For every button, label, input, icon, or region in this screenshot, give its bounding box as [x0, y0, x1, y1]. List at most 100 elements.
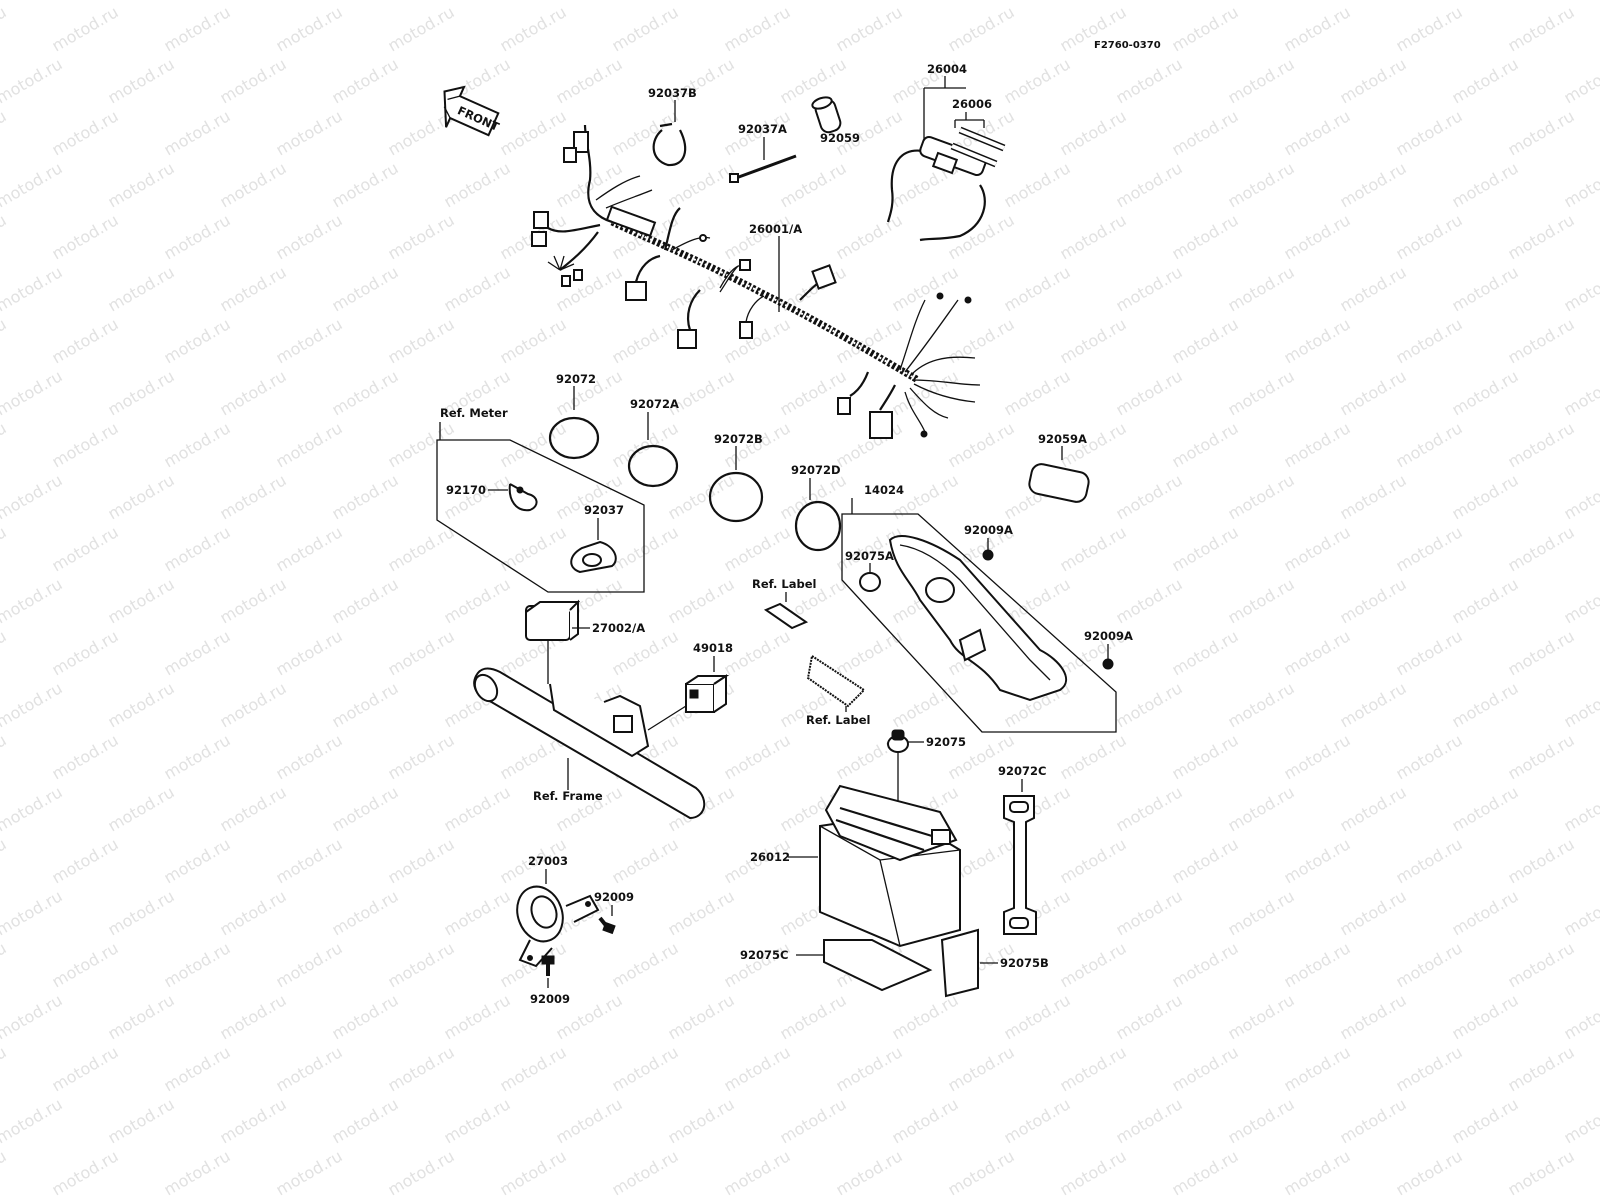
watermark-text: motod.ru [1561, 990, 1600, 1043]
watermark-text: motod.ru [105, 470, 178, 523]
watermark-text: motod.ru [161, 2, 234, 55]
watermark-text: motod.ru [1337, 0, 1410, 3]
watermark-text: motod.ru [49, 1042, 122, 1095]
watermark-text: motod.ru [1505, 314, 1578, 367]
watermark-text: motod.ru [665, 366, 738, 419]
watermark-text: motod.ru [1393, 1042, 1466, 1095]
watermark-text: motod.ru [441, 158, 514, 211]
watermark-text: motod.ru [1449, 990, 1522, 1043]
clip-92170 [508, 483, 538, 512]
watermark-text: motod.ru [1337, 54, 1410, 107]
watermark-text: motod.ru [329, 366, 402, 419]
watermark-text: motod.ru [1281, 314, 1354, 367]
watermark-text: motod.ru [161, 314, 234, 367]
part-92009A-2: 92009A [1084, 629, 1133, 643]
watermark-text: motod.ru [329, 54, 402, 107]
watermark-text: motod.ru [1057, 938, 1130, 991]
watermark-text: motod.ru [161, 1042, 234, 1095]
part-26001A: 26001/A [749, 222, 802, 236]
ref-meter-label: Ref. Meter [440, 406, 508, 420]
watermark-text: motod.ru [1505, 730, 1578, 783]
watermark-text: motod.ru [721, 938, 794, 991]
part-92072: 92072 [556, 372, 596, 386]
watermark-text: motod.ru [0, 938, 10, 991]
watermark-text: motod.ru [105, 782, 178, 835]
watermark-text: motod.ru [1113, 54, 1186, 107]
watermark-text: motod.ru [1337, 262, 1410, 315]
watermark-text: motod.ru [385, 1146, 458, 1199]
watermark-text: motod.ru [1505, 626, 1578, 679]
watermark-text: motod.ru [273, 418, 346, 471]
watermark-text: motod.ru [0, 314, 10, 367]
watermark-text: motod.ru [1113, 1094, 1186, 1147]
watermark-text: motod.ru [1057, 522, 1130, 575]
watermark-text: motod.ru [1449, 262, 1522, 315]
watermark-text: motod.ru [1057, 210, 1130, 263]
part-26012: 26012 [750, 850, 790, 864]
watermark-text: motod.ru [105, 54, 178, 107]
part-92075: 92075 [926, 735, 966, 749]
watermark-text: motod.ru [1505, 106, 1578, 159]
watermark-text: motod.ru [1505, 938, 1578, 991]
watermark-text: motod.ru [1169, 1042, 1242, 1095]
watermark-text: motod.ru [1505, 418, 1578, 471]
part-92072A: 92072A [630, 397, 679, 411]
watermark-text: motod.ru [329, 990, 402, 1043]
watermark-text: motod.ru [49, 730, 122, 783]
watermark-text: motod.ru [721, 1042, 794, 1095]
part-92059A: 92059A [1038, 432, 1087, 446]
watermark-text: motod.ru [721, 210, 794, 263]
watermark-text: motod.ru [217, 782, 290, 835]
ref-label-top: Ref. Label [752, 577, 816, 591]
watermark-text: motod.ru [49, 1146, 122, 1199]
watermark-text: motod.ru [1169, 938, 1242, 991]
watermark-text: motod.ru [1001, 158, 1074, 211]
watermark-text: motod.ru [0, 990, 66, 1043]
watermark-text: motod.ru [777, 1094, 850, 1147]
watermark-text: motod.ru [1281, 834, 1354, 887]
watermark-text: motod.ru [441, 1094, 514, 1147]
watermark-text: motod.ru [1337, 782, 1410, 835]
watermark-text: motod.ru [1393, 314, 1466, 367]
watermark-text: motod.ru [665, 470, 738, 523]
watermark-text: motod.ru [833, 626, 906, 679]
watermark-text: motod.ru [49, 834, 122, 887]
watermark-text: motod.ru [273, 1146, 346, 1199]
watermark-text: motod.ru [1337, 678, 1410, 731]
watermark-text: motod.ru [0, 626, 10, 679]
watermark-text: motod.ru [273, 314, 346, 367]
watermark-text: motod.ru [1393, 1146, 1466, 1199]
watermark-text: motod.ru [1113, 990, 1186, 1043]
watermark-text: motod.ru [1281, 210, 1354, 263]
watermark-text: motod.ru [1169, 210, 1242, 263]
watermark-text: motod.ru [1001, 990, 1074, 1043]
watermark-text: motod.ru [833, 2, 906, 55]
watermark-text: motod.ru [0, 678, 66, 731]
ref-label-bottom: Ref. Label [806, 713, 870, 727]
watermark-text: motod.ru [553, 0, 626, 3]
watermark-text: motod.ru [553, 1094, 626, 1147]
watermark-text: motod.ru [0, 210, 10, 263]
watermark-text: motod.ru [0, 730, 10, 783]
watermark-text: motod.ru [217, 574, 290, 627]
watermark-text: motod.ru [945, 418, 1018, 471]
watermark-text: motod.ru [105, 366, 178, 419]
watermark-text: motod.ru [1225, 678, 1298, 731]
watermark-text: motod.ru [0, 54, 66, 107]
watermark-text: motod.ru [0, 834, 10, 887]
watermark-text: motod.ru [1393, 938, 1466, 991]
watermark-text: motod.ru [1449, 678, 1522, 731]
watermark-text: motod.ru [385, 418, 458, 471]
watermark-text: motod.ru [1057, 106, 1130, 159]
part-92072B: 92072B [714, 432, 763, 446]
watermark-text: motod.ru [1281, 1146, 1354, 1199]
watermark-text: motod.ru [1505, 1042, 1578, 1095]
watermark-text: motod.ru [889, 262, 962, 315]
watermark-text: motod.ru [105, 262, 178, 315]
watermark-text: motod.ru [105, 574, 178, 627]
watermark-text: motod.ru [609, 1146, 682, 1199]
bolt-92009-2 [541, 955, 555, 976]
case-14024-outline [841, 513, 1117, 733]
watermark-text: motod.ru [217, 470, 290, 523]
watermark-text: motod.ru [1449, 886, 1522, 939]
